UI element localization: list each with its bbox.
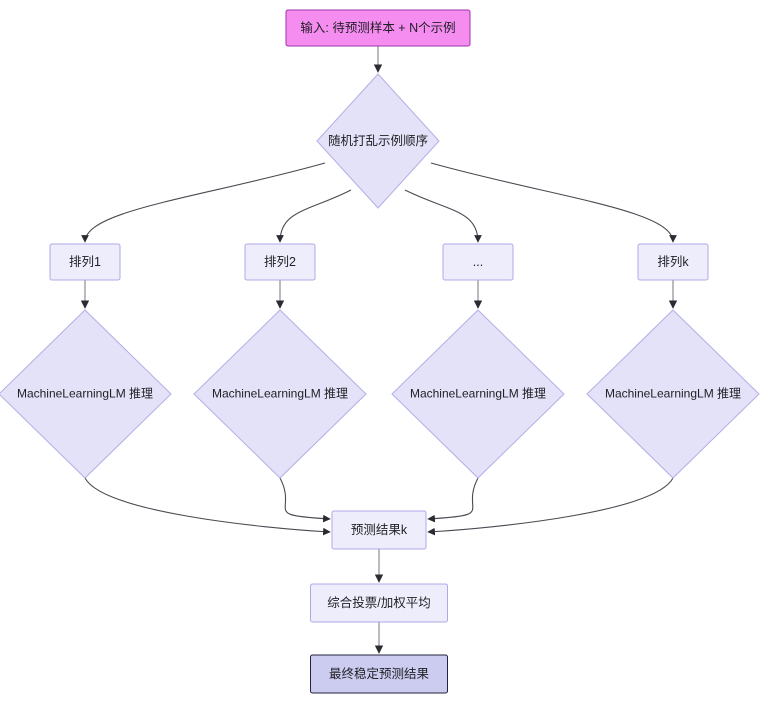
edge-shuffle-to-perm1: [81, 162, 326, 243]
node-label-input: 输入: 待预测样本 + N个示例: [300, 20, 455, 35]
edge-shuffle-to-permk: [430, 162, 677, 243]
edge-infer3-to-result: [427, 477, 479, 523]
node-shape-diamond: [193, 309, 367, 479]
node-infer1[interactable]: MachineLearningLM 推理: [0, 309, 172, 479]
node-shape-rect: [637, 243, 709, 281]
node-shape-rect: [49, 243, 121, 281]
node-label-perm1: 排列1: [69, 255, 101, 269]
node-label-result: 预测结果k: [351, 523, 408, 537]
node-perm2[interactable]: 排列2: [244, 243, 316, 281]
node-label-permdot: ...: [473, 255, 483, 269]
edge-infer1-to-result: [84, 477, 331, 536]
node-label-inferk: MachineLearningLM 推理: [605, 387, 741, 401]
node-shape-rect: [331, 510, 427, 550]
edge-shuffle-to-permdot: [404, 189, 482, 243]
edge-infer2-to-result: [279, 477, 331, 523]
node-inferk[interactable]: MachineLearningLM 推理: [586, 309, 760, 479]
node-label-infer3: MachineLearningLM 推理: [410, 387, 546, 401]
edge-layer: [80, 46, 678, 654]
node-result[interactable]: 预测结果k: [331, 510, 427, 550]
node-label-infer1: MachineLearningLM 推理: [17, 387, 153, 401]
node-shape-rect: [310, 583, 448, 623]
node-input[interactable]: 输入: 待预测样本 + N个示例: [285, 9, 471, 47]
node-label-infer2: MachineLearningLM 推理: [212, 387, 348, 401]
edge-inferk-to-result: [427, 477, 674, 536]
node-infer2[interactable]: MachineLearningLM 推理: [193, 309, 367, 479]
node-label-shuffle: 随机打乱示例顺序: [328, 133, 428, 148]
node-infer3[interactable]: MachineLearningLM 推理: [391, 309, 565, 479]
node-label-perm2: 排列2: [264, 255, 296, 269]
node-shape-diamond: [0, 309, 172, 479]
node-permk[interactable]: 排列k: [637, 243, 709, 281]
node-shape-diamond: [586, 309, 760, 479]
node-shape-diamond: [316, 73, 440, 209]
node-label-final: 最终稳定预测结果: [329, 666, 430, 681]
node-shape-diamond: [391, 309, 565, 479]
node-shape-rect: [244, 243, 316, 281]
node-final[interactable]: 最终稳定预测结果: [310, 654, 448, 694]
node-shuffle[interactable]: 随机打乱示例顺序: [316, 73, 440, 209]
node-vote[interactable]: 综合投票/加权平均: [310, 583, 448, 623]
node-shape-rect: [310, 654, 448, 694]
edge-shuffle-to-perm2: [276, 189, 352, 243]
node-permdot[interactable]: ...: [442, 243, 514, 281]
node-shape-rect: [442, 243, 514, 281]
node-label-permk: 排列k: [657, 255, 689, 269]
node-shape-rect: [285, 9, 471, 47]
node-label-vote: 综合投票/加权平均: [327, 595, 430, 610]
node-perm1[interactable]: 排列1: [49, 243, 121, 281]
